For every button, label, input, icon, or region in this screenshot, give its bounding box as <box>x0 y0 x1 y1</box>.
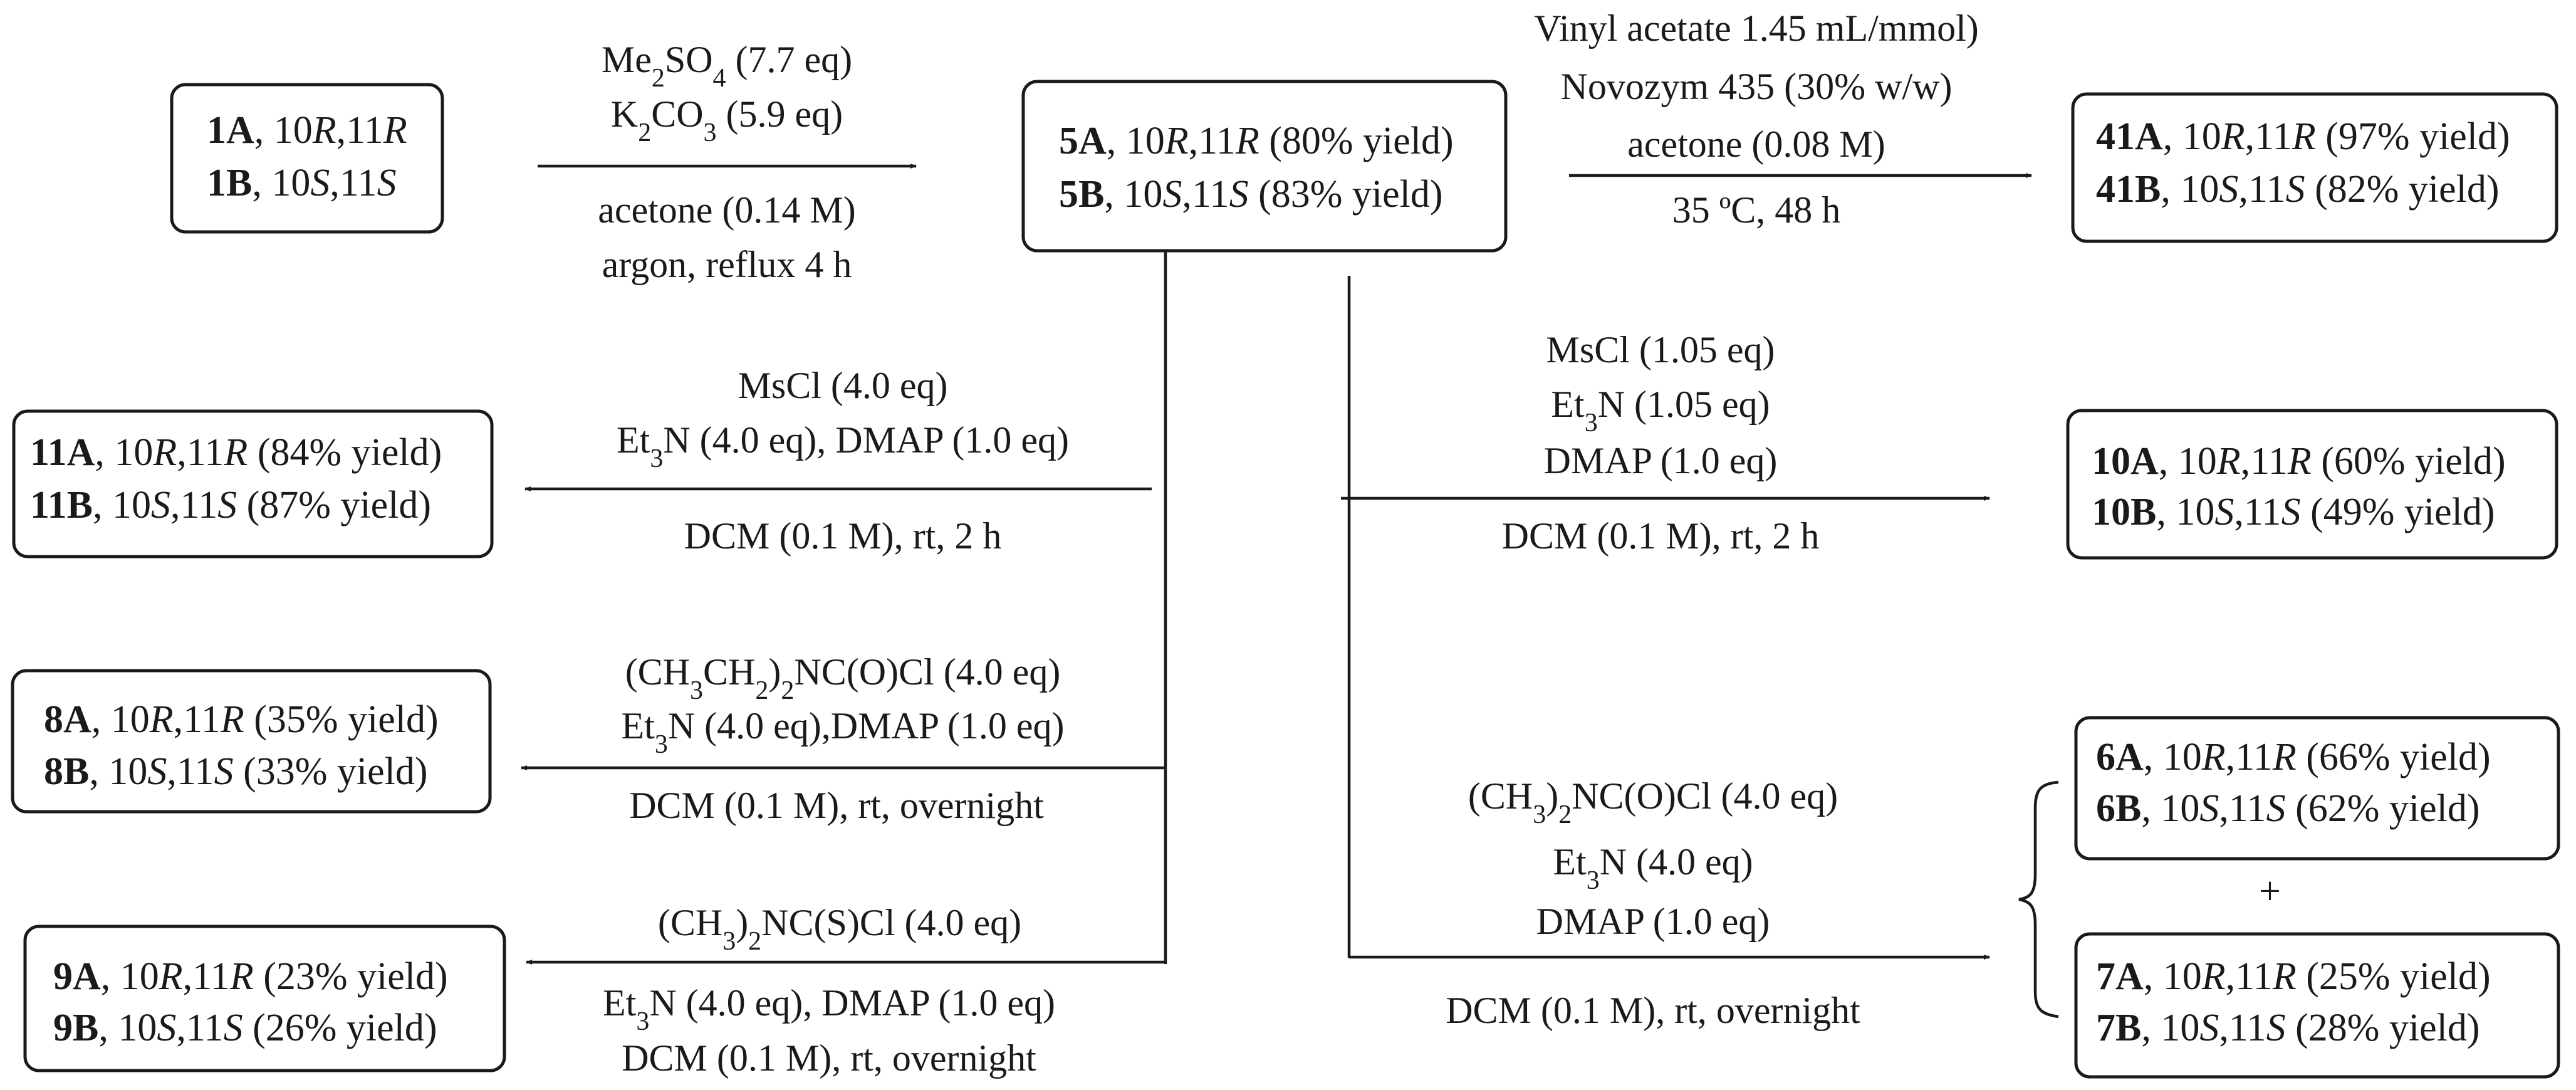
step41-reagent1: Vinyl acetate 1.45 mL/mmol) <box>1534 8 1979 49</box>
compound-10-frame <box>2066 409 2558 560</box>
compound-box-6: 6A, 10R,11R (66% yield) 6B, 10S,11S (62%… <box>2074 716 2560 861</box>
step9-reagent2: Et3N (4.0 eq), DMAP (1.0 eq) <box>603 982 1055 1036</box>
compound-box-41: 41A, 10R,11R (97% yield) 41B, 10S,11S (8… <box>2071 92 2558 243</box>
step11-reagent1: MsCl (4.0 eq) <box>738 365 948 406</box>
step9-solvent: DCM (0.1 M), rt, overnight <box>622 1037 1036 1079</box>
compound-7-frame <box>2074 932 2560 1079</box>
compound-box-9: 9A, 10R,11R (23% yield) 9B, 10S,11S (26%… <box>23 925 506 1072</box>
step41-solvent: acetone (0.08 M) <box>1627 123 1885 165</box>
compound-8b-label: 8B, 10S,11S (33% yield) <box>44 750 427 793</box>
compound-box-10: 10A, 10R,11R (60% yield) 10B, 10S,11S (4… <box>2066 409 2558 560</box>
compound-7b-label: 7B, 10S,11S (28% yield) <box>2096 1007 2480 1049</box>
step8-reagent1: (CH3CH2)2NC(O)Cl (4.0 eq) <box>625 651 1061 705</box>
compound-8-frame <box>11 669 492 814</box>
compound-1-frame <box>170 83 444 234</box>
compound-8a-label: 8A, 10R,11R (35% yield) <box>44 698 439 741</box>
conditions-step41: Vinyl acetate 1.45 mL/mmol) Novozym 435 … <box>1534 8 1979 231</box>
compound-7a-label: 7A, 10R,11R (25% yield) <box>2096 955 2491 998</box>
step1-reagent2: K2CO3 (5.9 eq) <box>611 93 843 147</box>
compound-box-5: 5A, 10R,11R (80% yield) 5B, 10S,11S (83%… <box>1021 80 1508 253</box>
compound-1b-label: 1B, 10S,11S <box>207 162 397 204</box>
compound-9a-label: 9A, 10R,11R (23% yield) <box>53 955 448 998</box>
compound-10b-label: 10B, 10S,11S (49% yield) <box>2092 491 2495 533</box>
compound-10a-label: 10A, 10R,11R (60% yield) <box>2092 440 2506 483</box>
step11-solvent: DCM (0.1 M), rt, 2 h <box>684 515 1002 557</box>
step10-reagent3: DMAP (1.0 eq) <box>1544 440 1778 481</box>
compound-41b-label: 41B, 10S,11S (82% yield) <box>2096 168 2499 211</box>
step8-reagent2: Et3N (4.0 eq),DMAP (1.0 eq) <box>622 705 1065 759</box>
step10-reagent2: Et3N (1.05 eq) <box>1551 384 1770 438</box>
conditions-step1: Me2SO4 (7.7 eq) K2CO3 (5.9 eq) acetone (… <box>598 39 856 285</box>
compound-1a-label: 1A, 10R,11R <box>207 109 407 152</box>
compound-box-7: 7A, 10R,11R (25% yield) 7B, 10S,11S (28%… <box>2074 932 2560 1079</box>
product-brace <box>2018 780 2059 1019</box>
step9-reagent1: (CH3)2NC(S)Cl (4.0 eq) <box>658 902 1021 956</box>
step41-enzyme: Novozym 435 (30% w/w) <box>1561 66 1953 107</box>
compound-41a-label: 41A, 10R,11R (97% yield) <box>2096 115 2510 158</box>
step8-solvent: DCM (0.1 M), rt, overnight <box>629 785 1044 826</box>
conditions-step9: (CH3)2NC(S)Cl (4.0 eq) Et3N (4.0 eq), DM… <box>603 902 1055 1079</box>
compound-11b-label: 11B, 10S,11S (87% yield) <box>30 484 431 527</box>
compound-6b-label: 6B, 10S,11S (62% yield) <box>2096 787 2480 830</box>
compound-box-11: 11A, 10R,11R (84% yield) 11B, 10S,11S (8… <box>12 409 494 558</box>
step10-solvent: DCM (0.1 M), rt, 2 h <box>1502 515 1820 557</box>
step1-atmosphere: argon, reflux 4 h <box>602 244 852 285</box>
plus-sign: + <box>2259 870 2281 913</box>
compound-box-8: 8A, 10R,11R (35% yield) 8B, 10S,11S (33%… <box>11 669 492 814</box>
compound-5a-label: 5A, 10R,11R (80% yield) <box>1059 120 1454 162</box>
step67-reagent1: (CH3)2NC(O)Cl (4.0 eq) <box>1468 775 1838 829</box>
step67-reagent2: Et3N (4.0 eq) <box>1553 841 1753 895</box>
compound-6-frame <box>2074 716 2560 861</box>
conditions-step67: (CH3)2NC(O)Cl (4.0 eq) Et3N (4.0 eq) DMA… <box>1446 775 1860 1031</box>
conditions-step10: MsCl (1.05 eq) Et3N (1.05 eq) DMAP (1.0 … <box>1502 329 1820 557</box>
step1-solvent: acetone (0.14 M) <box>598 189 856 231</box>
step41-temperature: 35 ºC, 48 h <box>1672 189 1841 231</box>
step67-reagent3: DMAP (1.0 eq) <box>1536 901 1770 942</box>
compound-41-frame <box>2071 92 2558 243</box>
conditions-step11: MsCl (4.0 eq) Et3N (4.0 eq), DMAP (1.0 e… <box>617 365 1069 557</box>
step11-reagent2: Et3N (4.0 eq), DMAP (1.0 eq) <box>617 419 1069 473</box>
compound-box-1: 1A, 10R,11R 1B, 10S,11S <box>170 83 444 234</box>
compound-5b-label: 5B, 10S,11S (83% yield) <box>1059 173 1442 216</box>
compound-11-frame <box>12 409 494 558</box>
compound-6a-label: 6A, 10R,11R (66% yield) <box>2096 736 2491 778</box>
conditions-step8: (CH3CH2)2NC(O)Cl (4.0 eq) Et3N (4.0 eq),… <box>622 651 1065 826</box>
compound-9b-label: 9B, 10S,11S (26% yield) <box>53 1007 437 1049</box>
compound-11a-label: 11A, 10R,11R (84% yield) <box>30 431 442 474</box>
step67-solvent: DCM (0.1 M), rt, overnight <box>1446 990 1860 1031</box>
compound-9-frame <box>23 925 506 1072</box>
step10-reagent1: MsCl (1.05 eq) <box>1546 329 1775 370</box>
compound-5-frame <box>1021 80 1508 253</box>
step1-reagent1: Me2SO4 (7.7 eq) <box>602 39 852 93</box>
